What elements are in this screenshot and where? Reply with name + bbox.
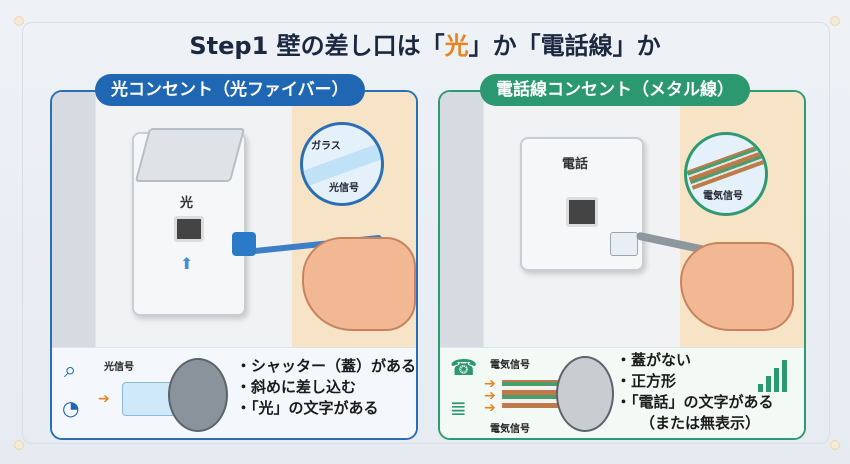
phone-info: ☎ ≣ 電気信号 電気信号 ➔➔➔ ・蓋がない ・正方形 ・「電話」の文字がある… — [440, 347, 804, 438]
wire-bubble: 電気信号 — [684, 132, 768, 216]
decorative-frame — [22, 22, 830, 444]
phone-bullets: ・蓋がない ・正方形 ・「電話」の文字がある （または無表示） — [616, 350, 774, 434]
decor-dot — [14, 440, 24, 450]
bullet: ・「光」の文字がある — [236, 399, 379, 417]
cable-end — [556, 356, 614, 432]
signal-label: 電気信号 — [490, 360, 530, 371]
modular-jack — [566, 197, 598, 227]
optical-wall-plate: 光 ⬆ — [132, 128, 246, 316]
phone-outlet-panel: 電話 電気信号 ☎ ≣ 電気信号 電気信号 ➔➔➔ ・蓋がない ・正方形 ・「電… — [438, 90, 806, 440]
signal-label: 光信号 — [104, 362, 134, 373]
optical-info: ⌕ ◔ 光信号 ➔ ・シャッター（蓋）がある ・斜めに差し込む ・「光」の文字が… — [52, 347, 416, 438]
copper-wires — [687, 140, 765, 190]
rj11-plug — [610, 232, 638, 256]
optical-port — [174, 216, 204, 242]
arrow-icon: ➔➔➔ — [484, 376, 496, 416]
optical-outlet-panel: 光 ⬆ ガラス 光信号 ⌕ ◔ 光信号 ➔ ・シャッター（蓋）がある ・斜めに差… — [50, 90, 418, 440]
telephone-icon: ☎ — [450, 356, 478, 381]
hand — [680, 242, 794, 331]
signal-label: 電気信号 — [490, 424, 530, 435]
sc-connector — [232, 232, 256, 256]
bullet: ・正方形 — [616, 372, 677, 390]
optical-plate-label: 光 — [180, 196, 194, 211]
bullet: ・「電話」の文字がある — [616, 393, 774, 411]
hand — [302, 237, 416, 331]
phone-scene: 電話 電気信号 — [440, 92, 804, 347]
bubble-signal-label: 電気信号 — [703, 191, 743, 202]
page-title: Step1 壁の差し口は「光」か「電話線」か — [189, 32, 661, 60]
decor-dot — [14, 16, 24, 26]
decor-dot — [830, 440, 840, 450]
magnifier-icon: ⌕ — [64, 358, 77, 383]
bullet: ・シャッター（蓋）がある — [236, 357, 417, 375]
optical-header: 光コンセント（光ファイバー） — [95, 74, 365, 106]
optical-bullets: ・シャッター（蓋）がある ・斜めに差し込む ・「光」の文字がある — [236, 356, 416, 419]
bullet: ・斜めに差し込む — [236, 378, 357, 396]
phone-plate-label: 電話 — [562, 157, 589, 172]
fiber-bubble: ガラス 光信号 — [300, 122, 384, 206]
up-arrow-icon: ⬆ — [180, 254, 194, 273]
optical-scene: 光 ⬆ ガラス 光信号 — [52, 92, 416, 347]
bullet: ・蓋がない — [616, 351, 692, 369]
speedometer-icon: ◔ — [62, 396, 80, 420]
decor-dot — [830, 16, 840, 26]
arrow-icon: ➔ — [98, 391, 110, 407]
shutter-lid — [134, 128, 246, 182]
coil-icon: ≣ — [450, 396, 467, 420]
glass-label: ガラス — [311, 141, 341, 152]
signal-bars-icon — [758, 360, 788, 392]
cable-end — [168, 358, 228, 432]
phone-header: 電話線コンセント（メタル線） — [480, 74, 750, 106]
bullet: （または無表示） — [640, 414, 761, 432]
bubble-signal-label: 光信号 — [329, 183, 359, 194]
